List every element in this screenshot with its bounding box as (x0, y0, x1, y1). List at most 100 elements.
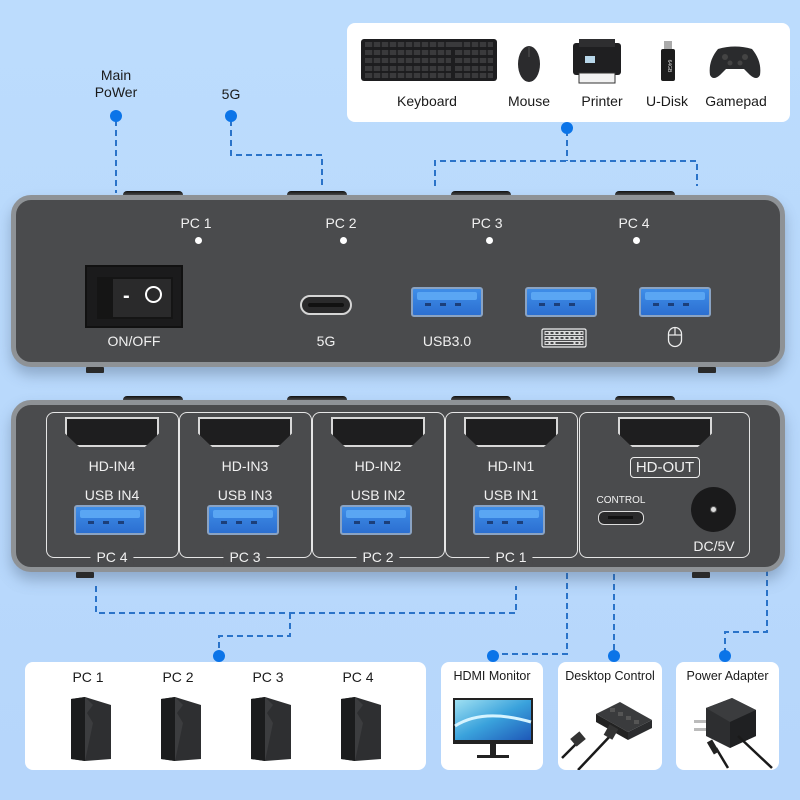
section-label-pc4: PC 4 (90, 549, 134, 565)
desktop-controller-icon (561, 702, 652, 770)
usb-in4-label: USB IN4 (84, 487, 140, 503)
device-bump (451, 191, 511, 196)
led-pc1 (195, 237, 202, 244)
peripheral-label-mouse: Mouse (507, 93, 551, 109)
printer-icon (573, 39, 621, 84)
device-bump (615, 396, 675, 401)
control-label: CONTROL (596, 495, 646, 506)
led-label-pc1: PC 1 (180, 215, 212, 231)
kvm-front-panel: PC 1 PC 2 PC 3 PC 4 - ON/OFF 5G USB3.0 (11, 195, 785, 367)
line-peripherals (434, 130, 698, 186)
switch-on-symbol (145, 286, 162, 303)
computers-card: PC 1 PC 2 PC 3 PC 4 (25, 662, 426, 770)
hdmi-in1-label: HD-IN1 (487, 458, 535, 474)
led-label-pc3: PC 3 (471, 215, 503, 231)
hdmi-monitor-card: HDMI Monitor (441, 662, 543, 770)
gamepad-icon (709, 46, 761, 78)
hdmi-in1-port[interactable] (464, 417, 558, 447)
device-bump (451, 396, 511, 401)
five-g-dot (225, 110, 237, 122)
usbc-port[interactable] (300, 295, 352, 315)
device-foot (76, 572, 94, 578)
control-port[interactable] (598, 511, 644, 525)
device-bump (615, 191, 675, 196)
usb-label-usb30: USB3.0 (422, 333, 472, 349)
led-pc3 (486, 237, 493, 244)
kvm-back-panel: HD-IN4 USB IN4 PC 4 HD-IN3 USB IN3 PC 3 … (11, 400, 785, 572)
peripheral-label-gamepad: Gamepad (705, 93, 767, 109)
desktop-control-label: Desktop Control (565, 669, 655, 683)
hdmi-in2-label: HD-IN2 (354, 458, 402, 474)
hdmi-out-label: HD-OUT (630, 457, 700, 478)
led-label-pc4: PC 4 (618, 215, 650, 231)
hdmi-in2-port[interactable] (331, 417, 425, 447)
device-foot (698, 367, 716, 373)
monitor-icon (453, 698, 533, 758)
power-adapter-label: Power Adapter (686, 669, 769, 683)
section-label-pc3: PC 3 (223, 549, 267, 565)
hdmi-in4-label: HD-IN4 (88, 458, 136, 474)
usb-in4-port[interactable] (74, 505, 146, 535)
computer-label-pc4: PC 4 (342, 669, 374, 685)
section-label-pc1: PC 1 (489, 549, 533, 565)
pc-tower-icon (71, 697, 111, 761)
peripheral-label-u-disk: U-Disk (646, 93, 688, 109)
output-section (579, 412, 750, 558)
computers-dot (213, 650, 225, 662)
keyboard-icon (361, 39, 497, 81)
peripheral-label-keyboard: Keyboard (397, 93, 457, 109)
usb-in3-label: USB IN3 (217, 487, 273, 503)
desktop-control-dot (608, 650, 620, 662)
usb-drive-icon: 64GB (661, 41, 675, 81)
usb-in2-label: USB IN2 (350, 487, 406, 503)
peripherals-card: 64GB Keyboard Mouse Printer U-Disk Gamep… (347, 23, 790, 122)
hdmi-monitor-label: HDMI Monitor (453, 669, 531, 683)
hdmi-in3-label: HD-IN3 (221, 458, 269, 474)
section-label-pc2: PC 2 (356, 549, 400, 565)
usb-in3-port[interactable] (207, 505, 279, 535)
peripherals-dot (561, 122, 573, 134)
usb-port-mouse[interactable] (639, 287, 711, 317)
device-foot (692, 572, 710, 578)
usb-in2-port[interactable] (340, 505, 412, 535)
computer-label-pc2: PC 2 (162, 669, 194, 685)
hdmi-monitor-dot (487, 650, 499, 662)
usb-port-front-1[interactable] (411, 287, 483, 317)
line-pcs (95, 586, 517, 660)
hdmi-in3-port[interactable] (198, 417, 292, 447)
main-power-label-line1: Main (100, 67, 132, 83)
pc-tower-icon (251, 697, 291, 761)
desktop-control-card: Desktop Control (558, 662, 662, 770)
usb-port-keyboard[interactable] (525, 287, 597, 317)
line-5g (230, 120, 323, 186)
dc-power-jack[interactable] (691, 487, 736, 532)
usbc-label: 5G (316, 333, 336, 349)
usb-in1-label: USB IN1 (483, 487, 539, 503)
computer-label-pc1: PC 1 (72, 669, 104, 685)
device-bump (123, 396, 183, 401)
power-adapter-dot (719, 650, 731, 662)
main-power-label-line2: PoWer (94, 84, 138, 100)
peripheral-label-printer: Printer (581, 93, 623, 109)
led-label-pc2: PC 2 (325, 215, 357, 231)
pc-tower-icon (341, 697, 381, 761)
hdmi-in4-port[interactable] (65, 417, 159, 447)
device-foot (86, 367, 104, 373)
usb-in1-port[interactable] (473, 505, 545, 535)
power-adapter-icon (694, 698, 773, 769)
led-pc2 (340, 237, 347, 244)
device-bump (287, 191, 347, 196)
device-bump (287, 396, 347, 401)
dc-label: DC/5V (693, 538, 735, 554)
keyboard-icon (541, 328, 587, 348)
hdmi-out-port[interactable] (618, 417, 712, 447)
switch-label: ON/OFF (107, 333, 161, 349)
svg-text:64GB: 64GB (666, 60, 672, 73)
switch-off-symbol: - (123, 285, 130, 307)
pc-tower-icon (161, 697, 201, 761)
power-switch[interactable]: - (85, 265, 183, 328)
computer-label-pc3: PC 3 (252, 669, 284, 685)
main-power-label: Main PoWer (86, 67, 146, 101)
mouse-icon (518, 46, 540, 82)
mouse-icon (667, 326, 683, 348)
